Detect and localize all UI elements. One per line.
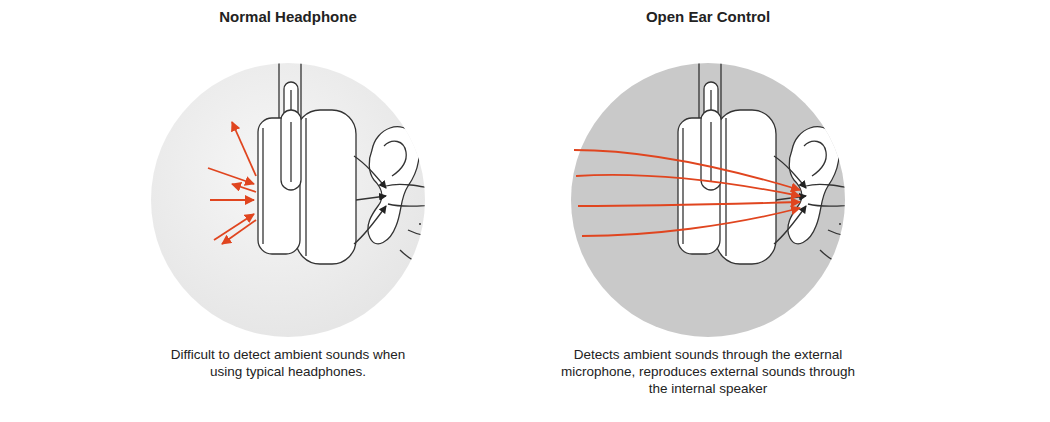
passing-sound-arrows [574, 150, 800, 236]
panel-heading: Open Ear Control [538, 8, 878, 25]
headphone-illustration [678, 40, 916, 272]
panel-caption: Difficult to detect ambient sounds when … [163, 346, 413, 380]
panel-caption: Detects ambient sounds through the exter… [553, 346, 863, 397]
panel-heading: Normal Headphone [118, 8, 458, 25]
panel: Open Ear ControlDetects ambient sounds t… [538, 8, 878, 408]
blocked-sound-arrows [208, 122, 256, 244]
panel: Normal HeadphoneDifficult to detect ambi… [118, 8, 458, 408]
headphone-illustration [258, 40, 496, 272]
